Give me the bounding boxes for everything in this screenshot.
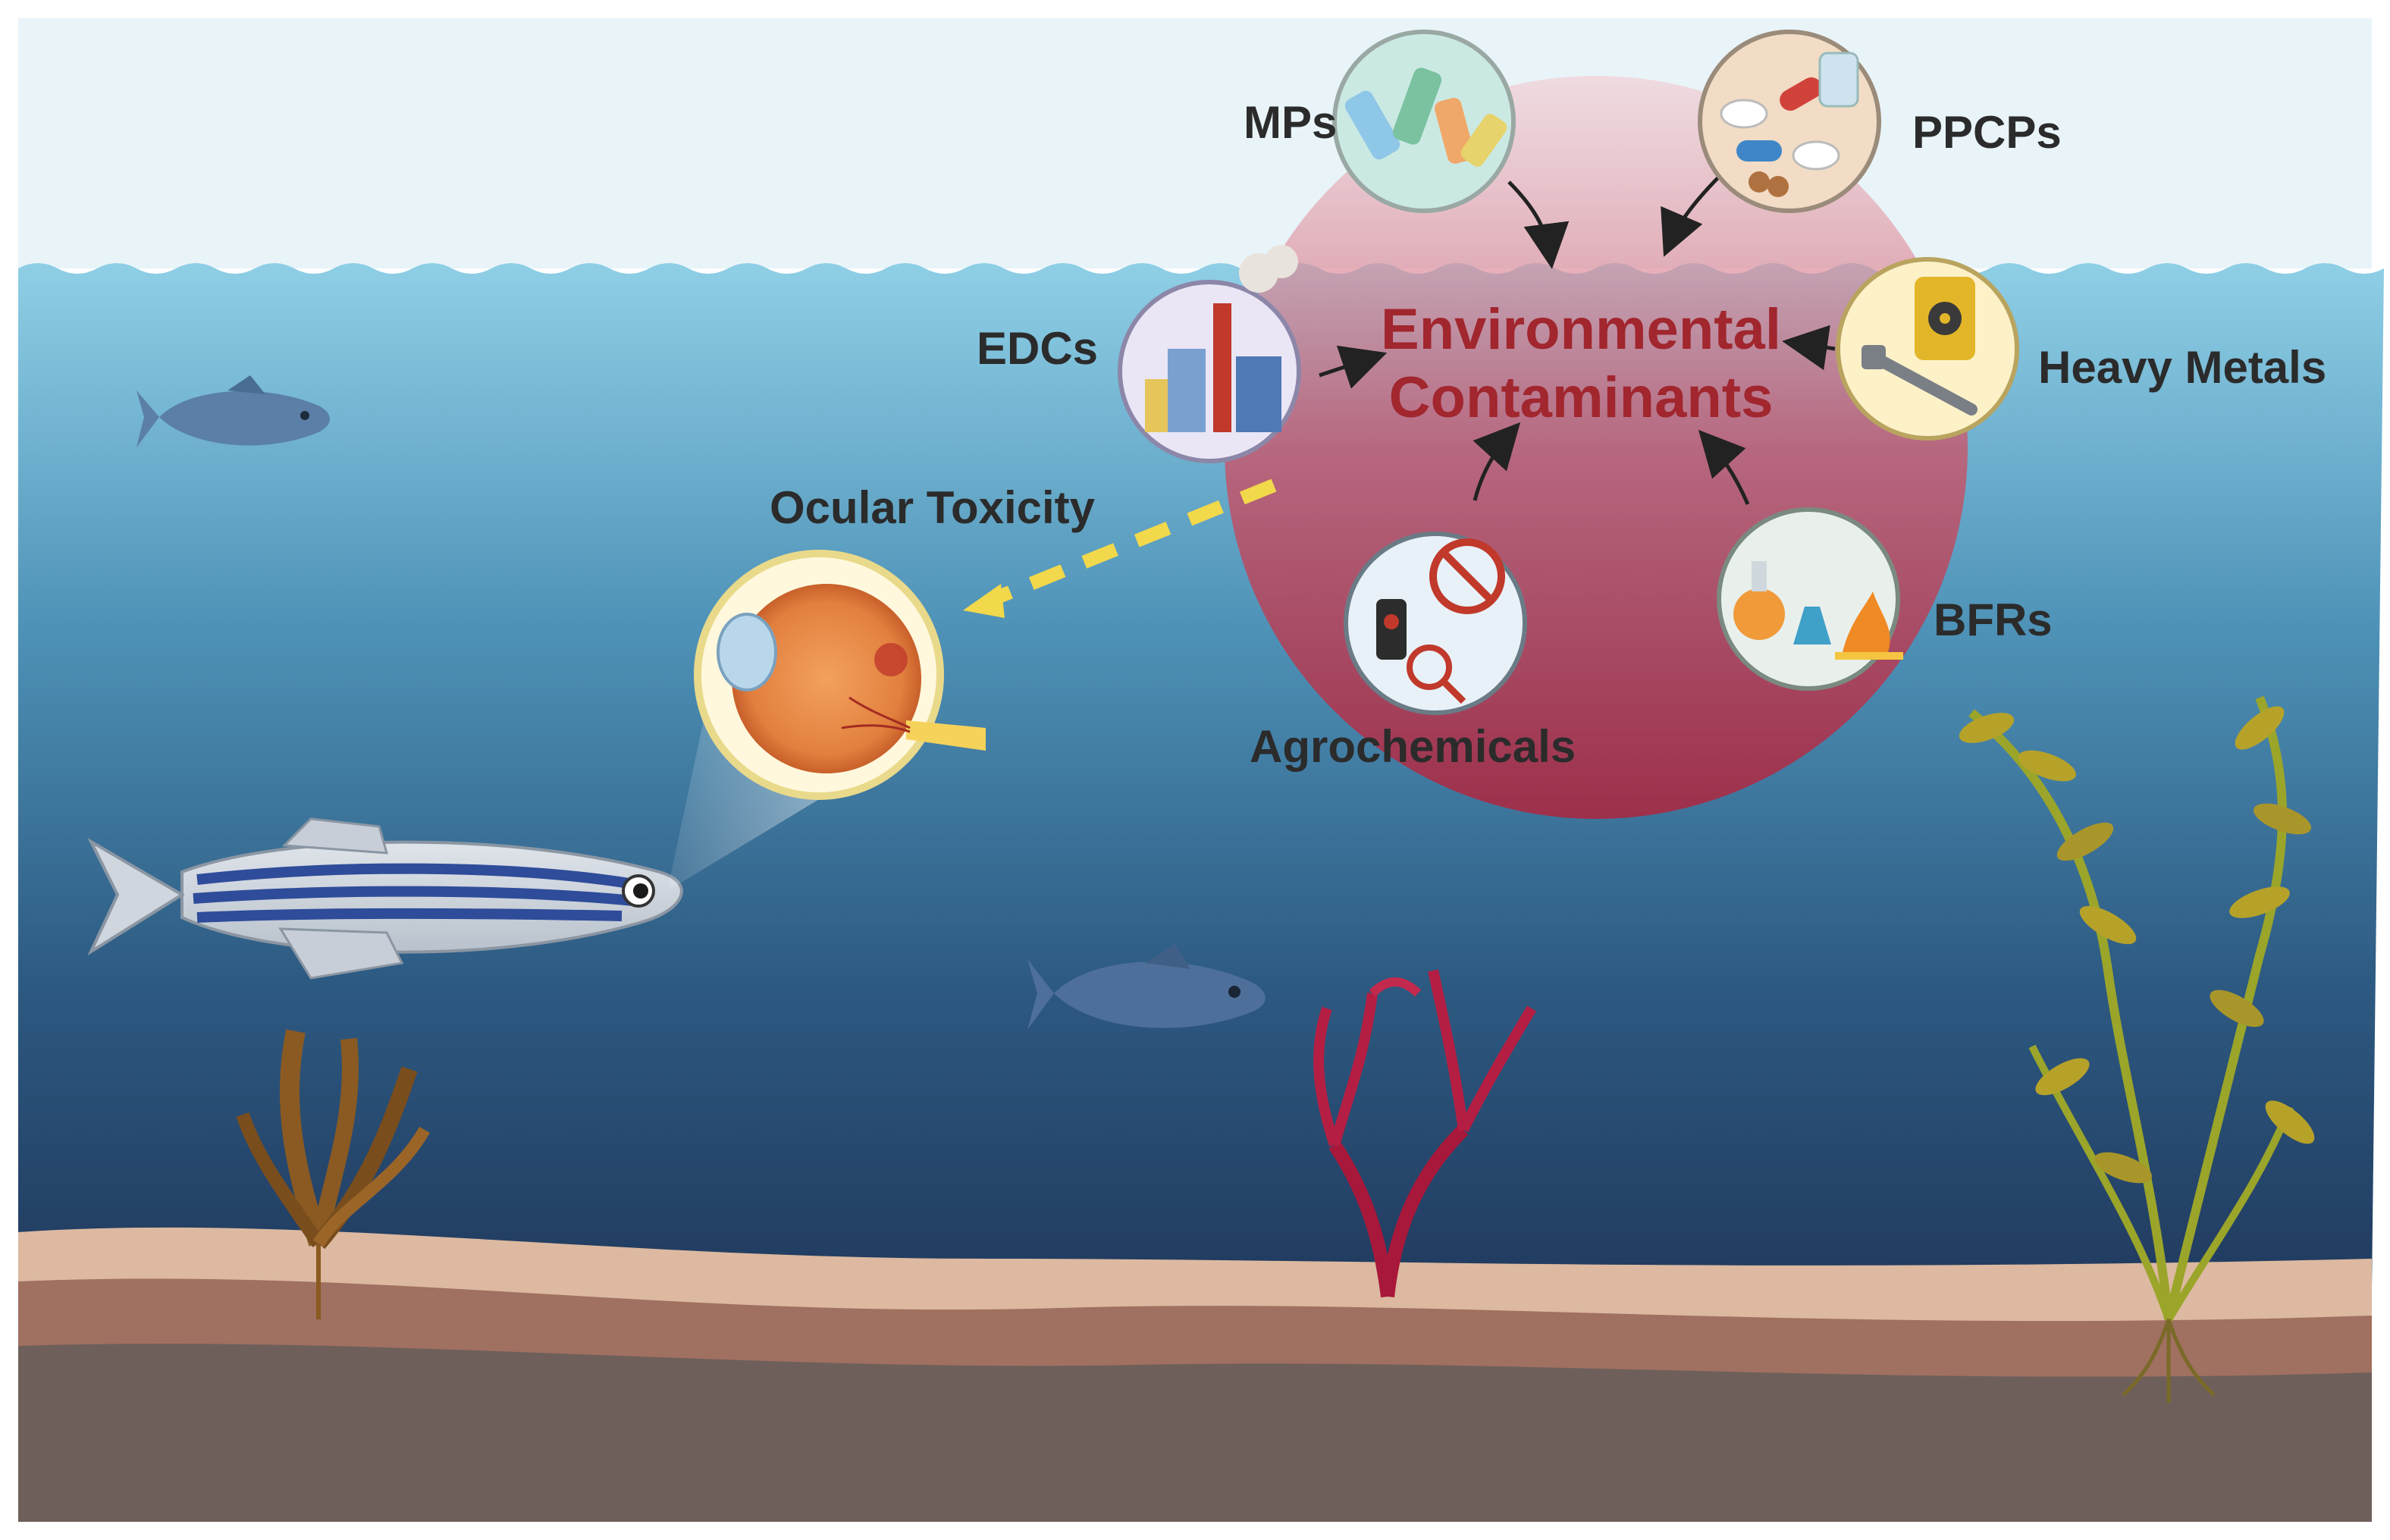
arrow-ppcps	[1661, 169, 1727, 257]
pesticide-spray-icon	[1344, 532, 1527, 715]
arrow-mps	[1507, 180, 1570, 269]
ocular-toxicity-label: Ocular Toxicity	[770, 482, 1096, 533]
contaminant-zone	[1225, 76, 1968, 819]
seabed	[18, 1344, 2372, 1522]
sky	[18, 18, 2372, 268]
red-algae-icon	[1313, 969, 1537, 1298]
heavy-metals-label: Heavy Metals	[2038, 342, 2326, 393]
zebrafish-icon	[87, 817, 683, 980]
bfrs-label: BFRs	[1934, 594, 2053, 645]
pills-icon	[1698, 30, 1881, 213]
plastic-bottles-icon	[1332, 30, 1516, 213]
arrow-edcs	[1319, 345, 1388, 389]
toxicity-dashed-arrow	[990, 478, 1277, 606]
factory-icon	[1118, 245, 1301, 463]
mps-label: MPs	[1244, 97, 1337, 148]
center-label-line1: Environmental	[1381, 297, 1781, 362]
brown-seaweed-icon	[236, 1029, 430, 1319]
edcs-label: EDCs	[977, 323, 1098, 374]
kelp-icon	[1959, 695, 2315, 1403]
eye-cross-section-icon	[694, 550, 986, 800]
agrochemicals-label: Agrochemicals	[1250, 721, 1576, 772]
arrow-heavy-metals	[1782, 325, 1836, 371]
toxicity-arrowhead	[963, 584, 1005, 618]
fish-icon	[136, 375, 330, 447]
magnifier-cone	[667, 713, 849, 891]
arrow-agrochemicals	[1473, 422, 1521, 501]
lab-flask-fire-icon	[1717, 507, 1903, 691]
fish-icon	[1027, 944, 1266, 1030]
ppcps-label: PPCPs	[1912, 107, 2062, 158]
radioactive-barrel-icon	[1836, 257, 2019, 441]
arrow-bfrs	[1698, 429, 1750, 505]
center-label-line2: Contaminants	[1389, 365, 1774, 430]
